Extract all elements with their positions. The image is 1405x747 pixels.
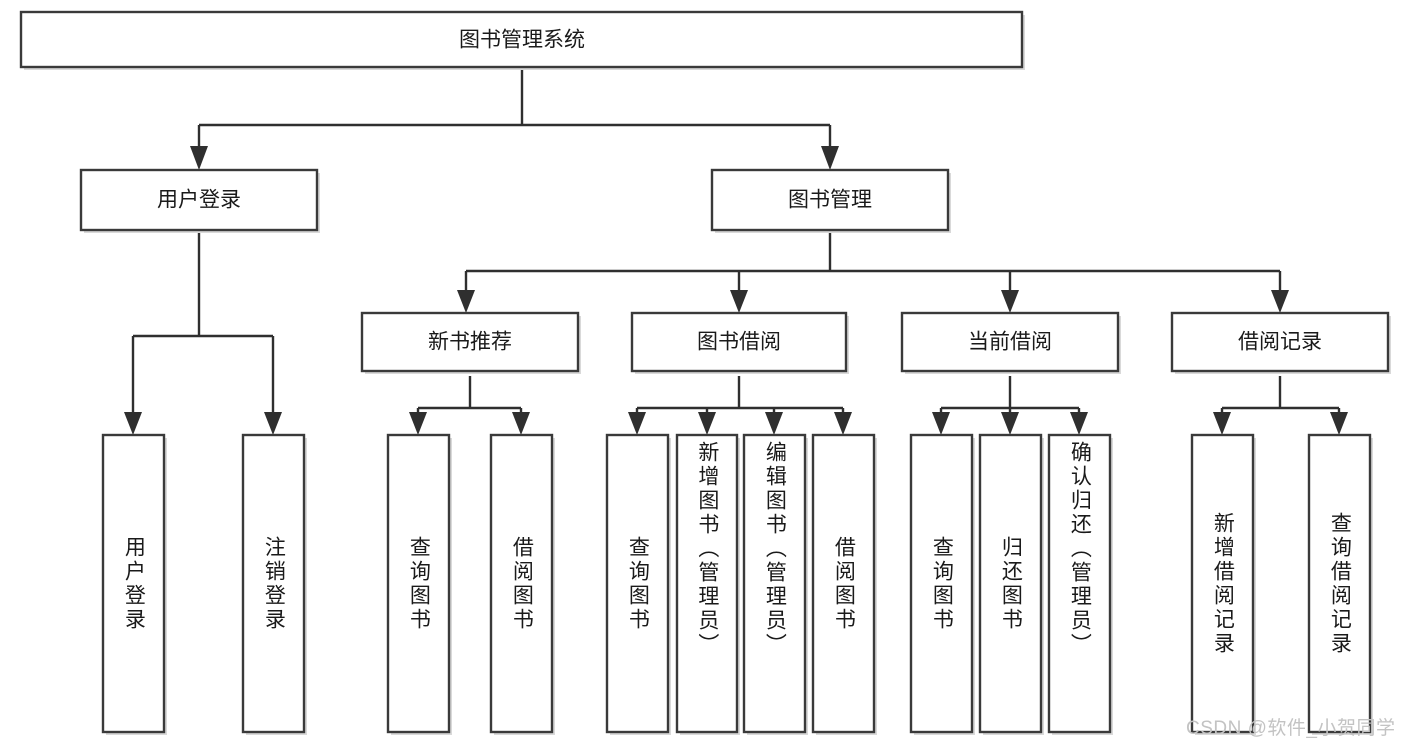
node-leaf-borrow-book-2[interactable] [811,433,877,735]
arrow-head-leaf-confirm-return [1070,412,1088,435]
arrow-head-leaf-query-book-1 [409,412,427,435]
node-leaf-query-book-1-box[interactable] [386,433,451,734]
node-root-box[interactable] [19,10,1024,69]
connector-group-borrow-record-to-leaves [1213,376,1348,435]
node-leaf-query-record-box[interactable] [1307,433,1372,734]
node-leaf-user-login-box[interactable] [101,433,166,734]
node-current-borrow[interactable]: 当前借阅 [900,311,1121,374]
node-leaf-edit-book-box[interactable] [742,433,807,734]
node-book-manage-label: 图书管理 [788,189,872,212]
arrow-head-leaf-return-book [1001,412,1019,435]
node-leaf-query-book-1[interactable] [386,433,452,735]
arrow-head-leaf-edit-book [765,412,783,435]
connector-group-root-to-level2 [190,70,839,170]
node-leaf-logout-login-box[interactable] [241,433,306,734]
node-leaf-query-book-2[interactable] [605,433,671,735]
node-new-book-rec-box[interactable] [360,311,580,373]
node-book-borrow[interactable]: 图书借阅 [630,311,849,374]
node-current-borrow-box[interactable] [900,311,1120,373]
node-leaf-query-book-2-box[interactable] [605,433,670,734]
node-root-label: 图书管理系统 [459,29,585,52]
node-book-borrow-label: 图书借阅 [697,331,781,354]
arrow-head-user-login [190,146,208,170]
csdn-watermark: CSDN @软件_小贺同学 [1186,718,1396,739]
node-leaf-borrow-book-1[interactable] [489,433,555,735]
node-leaf-query-book-3-box[interactable] [909,433,974,734]
arrow-head-leaf-user-login [124,412,142,435]
node-leaf-edit-book[interactable] [742,433,808,735]
arrow-head-leaf-borrow-book-1 [512,412,530,435]
node-leaf-add-book[interactable] [675,433,740,735]
arrow-head-leaf-logout-login [264,412,282,435]
node-leaf-borrow-book-1-box[interactable] [489,433,554,734]
node-user-login-label: 用户登录 [157,189,241,212]
connector-group-book-manage-to-level3 [457,233,1289,313]
node-borrow-record[interactable]: 借阅记录 [1170,311,1391,374]
node-new-book-rec-label: 新书推荐 [428,331,512,354]
connector-group-book-borrow-to-leaves [628,376,852,435]
node-leaf-return-book[interactable] [978,433,1044,735]
node-leaf-borrow-book-2-box[interactable] [811,433,876,734]
node-leaf-add-book-box[interactable] [675,433,739,734]
node-leaf-add-record-box[interactable] [1190,433,1255,734]
arrow-head-leaf-query-record [1330,412,1348,435]
connector-group-user-login-to-leaves [124,233,282,435]
connector-group-new-book-rec-to-leaves [409,376,530,435]
arrow-head-leaf-query-book-3 [932,412,950,435]
arrow-head-current-borrow [1001,290,1019,313]
node-current-borrow-label: 当前借阅 [968,331,1052,354]
node-borrow-record-label: 借阅记录 [1238,331,1322,354]
node-book-manage[interactable]: 图书管理 [710,168,951,233]
node-new-book-rec[interactable]: 新书推荐 [360,311,581,374]
node-book-manage-box[interactable] [710,168,950,232]
node-leaf-query-book-3[interactable] [909,433,975,735]
node-leaf-confirm-return-box[interactable] [1047,433,1112,734]
node-borrow-record-box[interactable] [1170,311,1390,373]
arrow-head-book-manage [821,146,839,170]
arrow-head-leaf-borrow-book-2 [834,412,852,435]
node-leaf-return-book-box[interactable] [978,433,1043,734]
node-leaf-user-login[interactable] [101,433,167,735]
node-leaf-confirm-return[interactable] [1047,433,1113,735]
node-leaf-add-record[interactable] [1190,433,1256,735]
arrow-head-borrow-record [1271,290,1289,313]
arrow-head-leaf-query-book-2 [628,412,646,435]
node-user-login-box[interactable] [79,168,319,232]
connector-group-current-borrow-to-leaves [932,376,1088,435]
node-root[interactable]: 图书管理系统 [19,10,1025,70]
node-user-login[interactable]: 用户登录 [79,168,320,233]
node-book-borrow-box[interactable] [630,311,848,373]
node-leaf-logout-login[interactable] [241,433,307,735]
arrow-head-leaf-add-record [1213,412,1231,435]
node-leaf-query-record[interactable] [1307,433,1373,735]
arrow-head-book-borrow [730,290,748,313]
arrow-head-new-book-rec [457,290,475,313]
arrow-head-leaf-add-book [698,412,716,435]
